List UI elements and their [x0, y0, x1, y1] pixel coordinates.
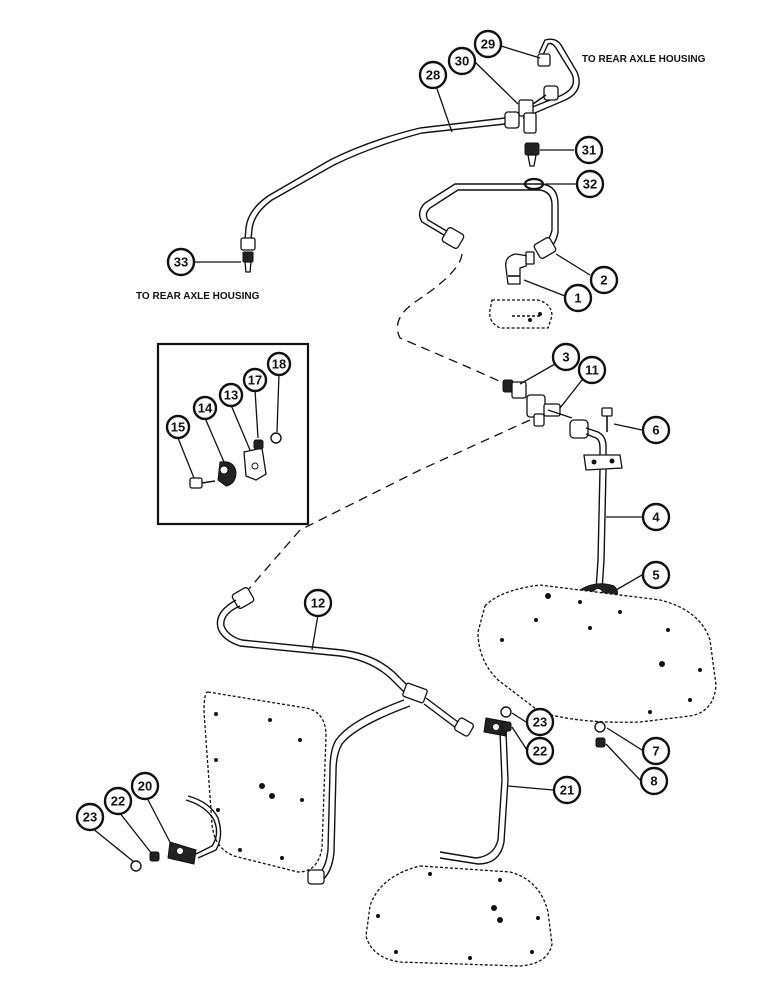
- fitting-29-nut: [537, 53, 551, 67]
- tube-20: [167, 795, 222, 865]
- callout-32: 32: [575, 169, 605, 199]
- elbow-1: [505, 251, 535, 285]
- svg-text:14: 14: [198, 401, 213, 416]
- callout-23-left: 23: [75, 802, 105, 832]
- cover-plate-bottom: [365, 865, 553, 967]
- svg-text:29: 29: [481, 37, 495, 52]
- tube-28: [244, 117, 506, 241]
- svg-text:6: 6: [652, 423, 659, 438]
- label-to-rear-axle-top: TO REAR AXLE HOUSING: [582, 54, 706, 65]
- bolt-6: [601, 407, 613, 432]
- svg-text:4: 4: [652, 510, 660, 525]
- callout-33: 33: [166, 247, 196, 277]
- svg-text:5: 5: [652, 568, 659, 583]
- nut-23-mid: [500, 706, 512, 718]
- callout-18: 18: [266, 351, 292, 377]
- cover-plate-right: [477, 584, 717, 723]
- nut-18: [270, 432, 282, 444]
- callout-14: 14: [192, 395, 218, 421]
- fitting-33: [240, 237, 256, 273]
- callout-21: 21: [552, 775, 582, 805]
- callout-29: 29: [473, 29, 503, 59]
- tube-2: [418, 183, 559, 252]
- tee-11: [526, 394, 573, 427]
- svg-text:32: 32: [583, 177, 597, 192]
- callout-11: 11: [577, 355, 607, 385]
- callout-23-mid: 23: [525, 707, 555, 737]
- callout-7: 7: [641, 736, 671, 766]
- nut-8: [595, 737, 606, 748]
- callout-15: 15: [165, 414, 191, 440]
- tube-29: [519, 38, 580, 119]
- svg-text:23: 23: [83, 810, 97, 825]
- callout-4: 4: [641, 502, 671, 532]
- washer-22-left: [149, 851, 160, 862]
- callout-6: 6: [641, 415, 671, 445]
- svg-text:2: 2: [600, 273, 607, 288]
- callout-1: 1: [563, 283, 593, 313]
- svg-text:30: 30: [455, 54, 469, 69]
- callout-20: 20: [130, 771, 160, 801]
- fitting-3: [502, 379, 527, 399]
- leader-lines: [91, 45, 643, 863]
- fitting-31: [524, 142, 540, 167]
- svg-text:11: 11: [585, 363, 599, 378]
- svg-text:7: 7: [652, 744, 659, 759]
- callout-8: 8: [639, 766, 669, 796]
- svg-text:28: 28: [426, 68, 440, 83]
- callout-13: 13: [218, 382, 244, 408]
- svg-text:1: 1: [574, 291, 581, 306]
- callout-2: 2: [589, 265, 619, 295]
- svg-text:23: 23: [533, 715, 547, 730]
- dashed-link-upper: [396, 253, 509, 386]
- svg-text:31: 31: [582, 143, 596, 158]
- mount-plate-1: [489, 299, 553, 329]
- callout-12: 12: [303, 588, 333, 618]
- svg-text:8: 8: [650, 774, 657, 789]
- tube-12: [216, 587, 474, 885]
- svg-text:33: 33: [174, 255, 188, 270]
- bolt-15: [189, 477, 216, 489]
- washer-22-mid: [501, 721, 512, 732]
- washer-17: [253, 439, 264, 450]
- svg-text:18: 18: [272, 357, 286, 372]
- svg-text:17: 17: [248, 373, 262, 388]
- tube-21: [439, 717, 509, 865]
- svg-text:22: 22: [111, 794, 125, 809]
- callout-31: 31: [574, 135, 604, 165]
- callout-22-left: 22: [103, 786, 133, 816]
- svg-text:21: 21: [560, 783, 574, 798]
- svg-text:22: 22: [533, 744, 547, 759]
- callout-5: 5: [641, 560, 671, 590]
- label-to-rear-axle-left: TO REAR AXLE HOUSING: [136, 291, 260, 302]
- svg-text:15: 15: [171, 420, 185, 435]
- svg-text:12: 12: [311, 596, 325, 611]
- callout-17: 17: [242, 367, 268, 393]
- svg-text:3: 3: [562, 350, 569, 365]
- tube-4: [569, 419, 623, 591]
- svg-text:13: 13: [224, 388, 238, 403]
- nut-23-left: [130, 860, 142, 872]
- bracket-13: [243, 447, 267, 481]
- callout-22-mid: 22: [525, 736, 555, 766]
- callout-3: 3: [551, 342, 581, 372]
- clip-14: [217, 461, 237, 487]
- cover-plate-left: [203, 691, 327, 873]
- callout-30: 30: [447, 46, 477, 76]
- washer-7: [594, 721, 606, 733]
- fitting-30-tee: [504, 85, 559, 134]
- svg-text:20: 20: [138, 779, 152, 794]
- dashed-link-lower: [247, 419, 531, 591]
- callout-28: 28: [418, 60, 448, 90]
- fitting-2-nuts: [441, 227, 557, 259]
